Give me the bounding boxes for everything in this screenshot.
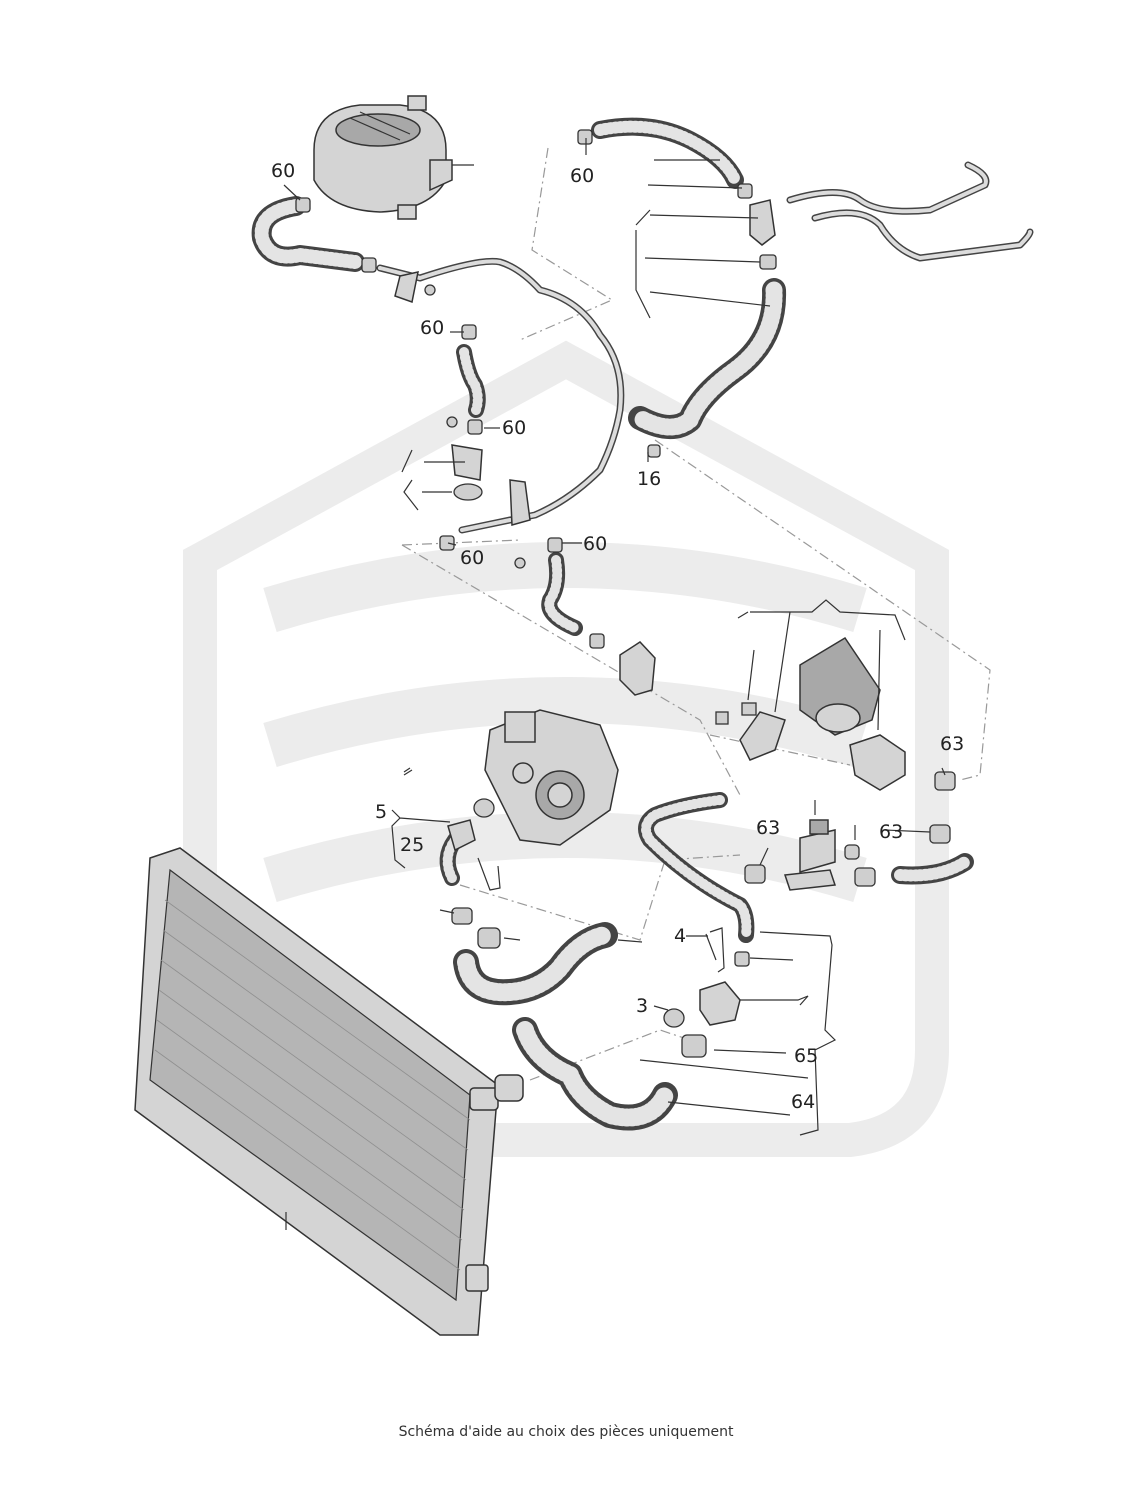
callout-3: 3 — [636, 995, 648, 1017]
callout-63-mid-b: 63 — [879, 821, 903, 843]
callout-4: 4 — [674, 925, 686, 947]
callout-63-mid-a: 63 — [756, 817, 780, 839]
callout-60-top: 60 — [570, 165, 594, 187]
radiator — [134, 847, 524, 1336]
expansion-tank — [313, 95, 474, 220]
diagram-caption: Schéma d'aide au choix des pièces unique… — [398, 1424, 734, 1440]
callout-60-mid2: 60 — [502, 417, 526, 439]
callout-5: 5 — [375, 801, 387, 823]
callout-60-low1: 60 — [460, 547, 484, 569]
electric-pump — [715, 636, 906, 791]
cooling-system-diagram: 60 60 60 60 60 60 16 63 63 63 5 25 4 3 6… — [134, 95, 1034, 1336]
callout-60-low2: 60 — [583, 533, 607, 555]
connector-flange — [394, 199, 776, 1026]
control-valve — [783, 819, 837, 891]
callout-64: 64 — [791, 1091, 815, 1113]
callout-16: 16 — [637, 468, 661, 490]
clamps — [295, 129, 956, 1058]
callout-65: 65 — [794, 1045, 818, 1067]
leader-lines — [283, 138, 946, 1230]
callout-60-tank: 60 — [271, 160, 295, 182]
hoses — [251, 117, 974, 1131]
callout-63-right: 63 — [940, 733, 964, 755]
rigid-pipes — [376, 161, 1034, 534]
callout-25: 25 — [400, 834, 424, 856]
callout-60-mid1: 60 — [420, 317, 444, 339]
callout-labels: 60 60 60 60 60 60 16 63 63 63 5 25 4 3 6… — [271, 160, 964, 1113]
reference-lines — [401, 147, 991, 1081]
pump-housing — [447, 709, 619, 852]
